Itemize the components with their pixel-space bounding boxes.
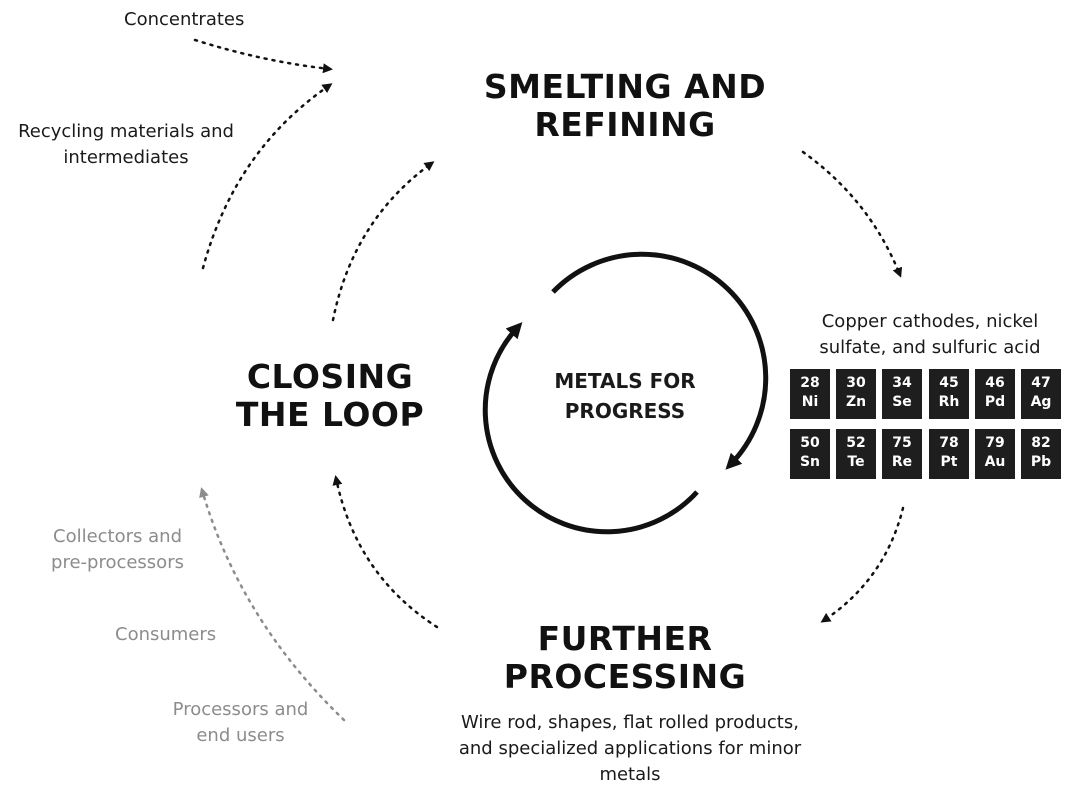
smelting-output-line-1: Copper cathodes, nickel <box>821 311 1039 332</box>
element-symbol: Te <box>847 454 865 470</box>
element-number: 82 <box>1031 435 1051 451</box>
stage-closing-the-loop: CLOSING THE LOOP <box>220 358 440 434</box>
element-number: 46 <box>985 375 1005 391</box>
element-number: 78 <box>939 435 959 451</box>
collectors-label-line-1: Collectors and <box>53 526 182 547</box>
element-number: 75 <box>892 435 912 451</box>
concentrates-label: Concentrates <box>124 9 245 30</box>
element-symbol: Sn <box>799 454 821 470</box>
element-symbol: Re <box>891 454 913 470</box>
collectors-label: Collectors and pre-processors <box>40 524 195 576</box>
sources-to-loop-arrow <box>199 487 346 722</box>
products-to-processing-arrow <box>820 506 905 623</box>
element-symbol: Rh <box>938 394 960 410</box>
element-symbol: Ni <box>801 394 819 410</box>
stage-further-line-2: PROCESSING <box>503 657 747 696</box>
stage-smelting-line-1: SMELTING AND <box>483 67 767 106</box>
recycling-label-line-2: intermediates <box>63 147 189 168</box>
further-output-label: Wire rod, shapes, flat rolled products, … <box>445 710 815 788</box>
element-number: 30 <box>846 375 866 391</box>
recycling-arrow <box>201 83 333 270</box>
further-output-line-2: and specialized applications for minor <box>458 738 802 759</box>
element-number: 52 <box>846 435 866 451</box>
center-label: METALS FOR PROGRESS <box>525 366 725 426</box>
element-number: 45 <box>939 375 959 391</box>
processing-to-loop-arrow <box>332 475 439 629</box>
processors-label-line-2: end users <box>196 725 285 746</box>
element-symbol: Pd <box>984 394 1006 410</box>
stage-smelting-line-2: REFINING <box>534 105 716 144</box>
stage-closing-line-1: CLOSING <box>246 357 414 396</box>
smelting-output-line-2: sulfate, and sulfuric acid <box>819 337 1041 358</box>
recycling-label-line-1: Recycling materials and <box>18 121 234 142</box>
element-symbol: Pb <box>1030 454 1052 470</box>
processors-label: Processors and end users <box>163 697 318 749</box>
smelting-output-label: Copper cathodes, nickel sulfate, and sul… <box>795 309 1065 361</box>
element-symbol: Au <box>984 454 1006 470</box>
stage-closing-line-2: THE LOOP <box>235 395 425 434</box>
element-symbol: Se <box>892 394 912 410</box>
center-label-line-2: PROGRESS <box>564 399 686 423</box>
stage-smelting-refining: SMELTING AND REFINING <box>470 68 780 144</box>
collectors-label-line-2: pre-processors <box>51 552 184 573</box>
center-label-line-1: METALS FOR <box>554 369 696 393</box>
further-output-line-1: Wire rod, shapes, flat rolled products, <box>461 712 799 733</box>
element-number: 50 <box>800 435 820 451</box>
element-number: 47 <box>1031 375 1051 391</box>
element-number: 28 <box>800 375 820 391</box>
center-cycle-arc-right <box>551 251 769 470</box>
recycling-label: Recycling materials and intermediates <box>10 119 242 171</box>
concentrates-arrow <box>193 38 333 74</box>
center-cycle-arc-left <box>482 322 699 535</box>
processors-label-line-1: Processors and <box>172 699 309 720</box>
stage-further-processing: FURTHER PROCESSING <box>490 620 760 696</box>
element-symbol: Pt <box>940 454 958 470</box>
consumers-label: Consumers <box>115 624 217 645</box>
element-symbol: Zn <box>845 394 867 410</box>
element-number: 34 <box>892 375 912 391</box>
further-output-line-3: metals <box>599 764 661 785</box>
element-symbol: Ag <box>1030 394 1052 410</box>
loop-to-smelting-arrow <box>331 161 435 322</box>
stage-further-line-1: FURTHER <box>537 619 713 658</box>
smelting-to-products-arrow <box>801 150 903 278</box>
element-number: 79 <box>985 435 1005 451</box>
